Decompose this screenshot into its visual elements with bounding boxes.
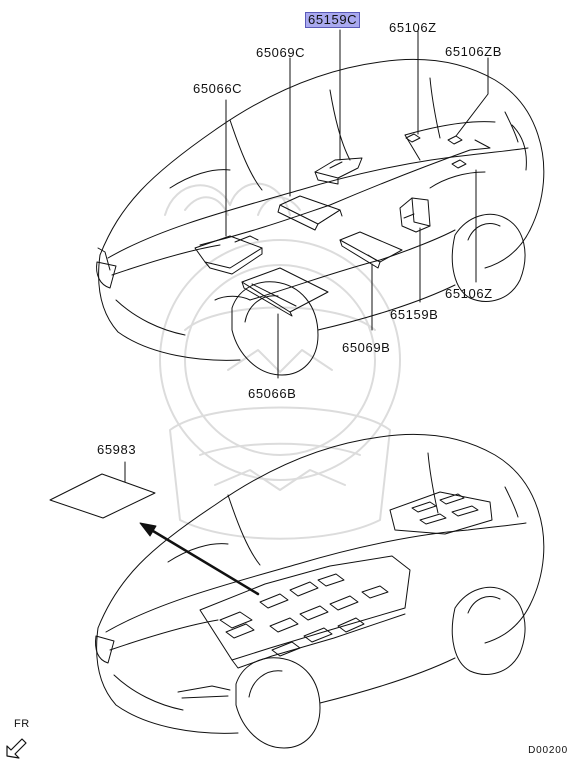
bottom-car-floor-pads [199,491,493,669]
part-label-65983[interactable]: 65983 [97,442,137,457]
top-car-parts [194,133,467,317]
part-label-65066c[interactable]: 65066C [193,81,243,96]
samurai-helmet-watermark [159,182,401,540]
leader-lines-top [225,29,489,379]
direction-label: FR [14,718,30,730]
part-65983-sheet [49,461,156,519]
part-label-65066b[interactable]: 65066B [248,386,297,401]
install-arrow [139,522,260,596]
bottom-car-body [95,433,545,749]
diagram-code: D00200 [528,745,568,756]
part-label-65069b[interactable]: 65069B [342,340,391,355]
part-label-65159b[interactable]: 65159B [390,307,439,322]
part-label-65106z-top[interactable]: 65106Z [389,20,437,35]
part-label-65159c[interactable]: 65159C [305,12,361,28]
part-label-65106z-right[interactable]: 65106Z [445,286,493,301]
front-arrow-icon [6,738,27,759]
part-label-65069c[interactable]: 65069C [256,45,306,60]
top-car-body [96,58,545,376]
part-label-65106zb[interactable]: 65106ZB [445,44,502,59]
front-direction-indicator: FR [4,718,44,760]
